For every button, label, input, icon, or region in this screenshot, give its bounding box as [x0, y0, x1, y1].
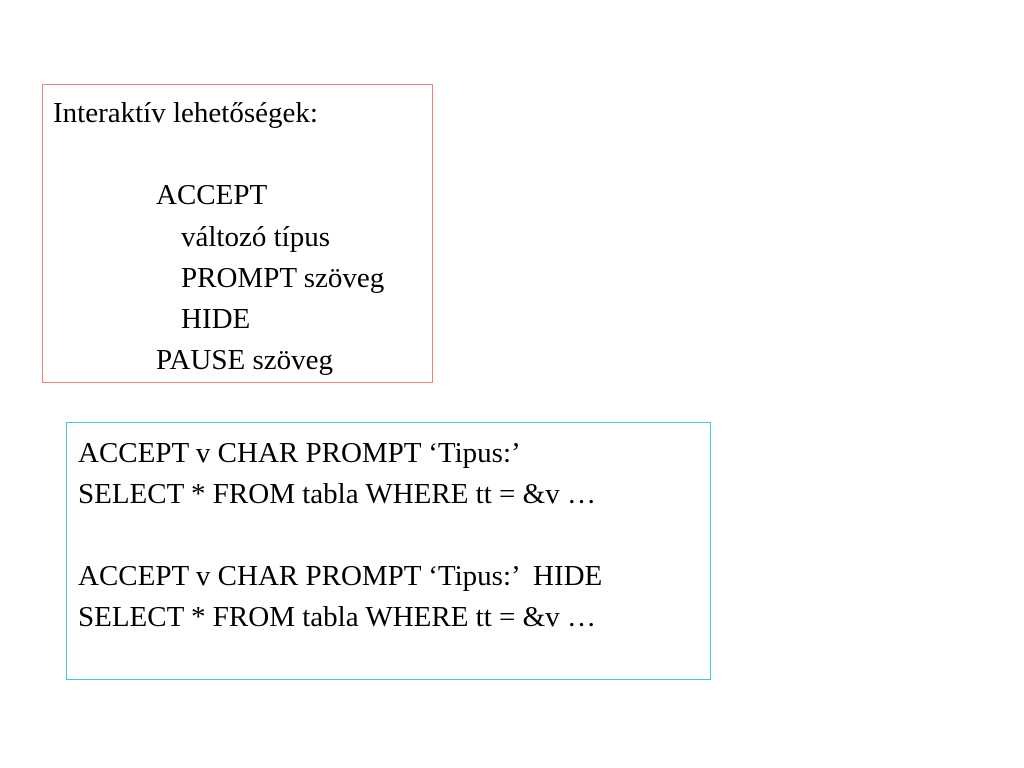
interactive-options-box	[42, 84, 433, 383]
example-select-line: SELECT * FROM tabla WHERE tt = &v …	[78, 478, 596, 510]
variable-type-line: változó típus	[181, 221, 331, 253]
pause-line: PAUSE szöveg	[156, 344, 333, 376]
example-select-line-2: SELECT * FROM tabla WHERE tt = &v …	[78, 601, 596, 633]
example-box	[66, 422, 711, 680]
accept-keyword: ACCEPT	[156, 179, 268, 211]
prompt-text-line: PROMPT szöveg	[181, 262, 385, 294]
hide-keyword: HIDE	[181, 303, 251, 335]
example-accept-line: ACCEPT v CHAR PROMPT ‘Tipus:’	[78, 437, 521, 469]
interactive-options-heading: Interaktív lehetőségek:	[53, 97, 318, 129]
example-accept-hide-line: ACCEPT v CHAR PROMPT ‘Tipus:’ HIDE	[78, 560, 603, 592]
